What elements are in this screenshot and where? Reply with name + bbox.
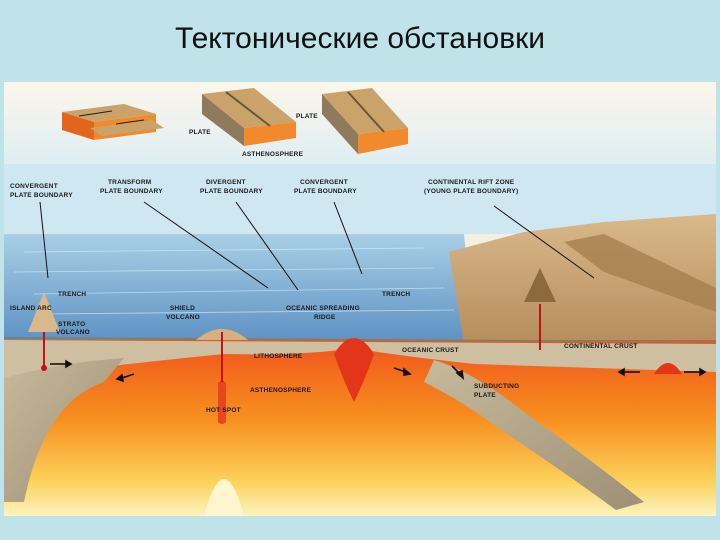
label-convergent-left-2: PLATE BOUNDARY bbox=[10, 192, 73, 199]
label-lithosphere: LITHOSPHERE bbox=[254, 353, 303, 360]
ocean-waves bbox=[13, 247, 455, 315]
strato-volcano bbox=[28, 292, 60, 371]
label-trench-left: TRENCH bbox=[58, 291, 86, 298]
plate-label-left: PLATE bbox=[189, 129, 211, 136]
rift-volcano bbox=[524, 268, 556, 350]
label-divergent-1: DIVERGENT bbox=[206, 179, 246, 186]
label-asthenosphere: ASTHENOSPHERE bbox=[250, 387, 312, 394]
divergent-block-model: PLATE PLATE ASTHENOSPHERE bbox=[189, 88, 318, 158]
leader-lines bbox=[39, 201, 595, 291]
hot-spot-plume bbox=[218, 382, 226, 424]
label-divergent-2: PLATE BOUNDARY bbox=[200, 188, 263, 195]
lithosphere bbox=[4, 340, 716, 378]
continent bbox=[449, 214, 716, 352]
asthenosphere-small-label: ASTHENOSPHERE bbox=[242, 151, 304, 158]
diagram-canvas: PLATE PLATE ASTHENOSPHERE bbox=[4, 82, 716, 516]
label-island-arc: ISLAND ARC bbox=[10, 305, 52, 312]
label-oceanic-crust: OCEANIC CRUST bbox=[402, 347, 459, 354]
label-continental-crust: CONTINENTAL CRUST bbox=[564, 343, 638, 350]
right-subducting-slab bbox=[424, 360, 644, 510]
label-ridge-2: RIDGE bbox=[314, 314, 336, 321]
label-ridge-1: OCEANIC SPREADING bbox=[286, 305, 360, 312]
label-shield-1: SHIELD bbox=[170, 305, 195, 312]
label-strato-2: VOLCANO bbox=[56, 329, 90, 336]
label-convergent-left-1: CONVERGENT bbox=[10, 183, 58, 190]
label-convergent-right-1: CONVERGENT bbox=[300, 179, 348, 186]
label-subducting-1: SUBDUCTING bbox=[474, 383, 519, 390]
diagram-header-strip bbox=[4, 164, 716, 234]
right-upwelling bbox=[654, 363, 682, 374]
label-shield-2: VOLCANO bbox=[166, 314, 200, 321]
label-rift-2: (YOUNG PLATE BOUNDARY) bbox=[424, 188, 518, 195]
label-rift-1: CONTINENTAL RIFT ZONE bbox=[428, 179, 515, 186]
label-strato-1: STRATO bbox=[58, 321, 85, 328]
label-transform-1: TRANSFORM bbox=[108, 179, 151, 186]
label-trench-right: TRENCH bbox=[382, 291, 410, 298]
convergent-block-model bbox=[322, 88, 408, 154]
label-hot-spot: HOT SPOT bbox=[206, 407, 241, 414]
rift-valley bbox=[564, 234, 716, 312]
slide-title: Тектонические обстановки bbox=[174, 22, 546, 55]
label-subducting-2: PLATE bbox=[474, 392, 496, 399]
motion-arrows bbox=[50, 359, 707, 383]
label-transform-2: PLATE BOUNDARY bbox=[100, 188, 163, 195]
plate-label-right: PLATE bbox=[296, 113, 318, 120]
transform-block-model bbox=[62, 104, 164, 140]
left-subducting-slab bbox=[4, 358, 124, 502]
deep-plume bbox=[204, 479, 244, 516]
label-convergent-right-2: PLATE BOUNDARY bbox=[294, 188, 357, 195]
spreading-ridge-magma bbox=[334, 338, 374, 402]
plate-tectonics-diagram: PLATE PLATE ASTHENOSPHERE bbox=[4, 82, 716, 516]
